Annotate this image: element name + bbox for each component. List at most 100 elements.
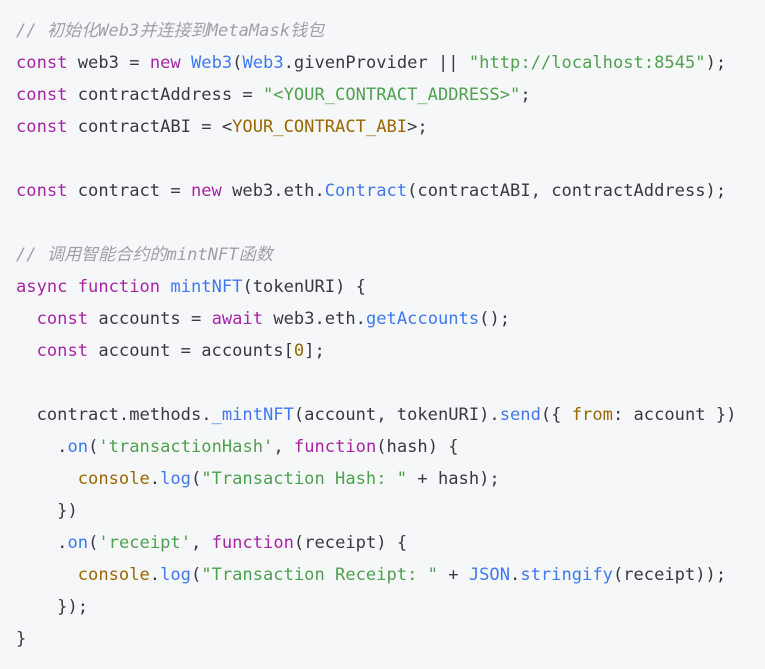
code-token-kw: new bbox=[190, 181, 222, 201]
code-token-kw: function bbox=[211, 533, 294, 553]
code-line: }); bbox=[16, 591, 765, 623]
code-token-num: 0 bbox=[293, 341, 305, 361]
code-token-plain bbox=[16, 341, 37, 361]
code-token-fn: on bbox=[67, 533, 89, 553]
code-token-plain: contract = bbox=[67, 181, 191, 201]
code-token-kw: function bbox=[77, 277, 161, 297]
code-token-plain: . bbox=[510, 565, 521, 585]
code-line: .on('receipt', function(receipt) { bbox=[16, 527, 765, 559]
code-line: console.log("Transaction Hash: " + hash)… bbox=[16, 463, 765, 495]
code-token-plain: ); bbox=[705, 53, 727, 73]
code-token-plain: . bbox=[16, 533, 68, 553]
code-token-num: from bbox=[571, 405, 613, 425]
code-line: contract.methods._mintNFT(account, token… bbox=[16, 399, 765, 431]
code-token-comment: // 初始化Web3并连接到MetaMask钱包 bbox=[16, 21, 325, 41]
code-token-kw: const bbox=[36, 309, 89, 329]
code-token-fn: Contract bbox=[324, 181, 408, 201]
code-token-plain bbox=[16, 469, 78, 489]
code-token-fn: getAccounts bbox=[365, 309, 480, 329]
code-token-plain: ( bbox=[190, 469, 202, 489]
code-token-plain: + bbox=[437, 565, 469, 585]
code-token-kw: new bbox=[149, 53, 181, 73]
code-line: const contract = new web3.eth.Contract(c… bbox=[16, 175, 765, 207]
code-line: const contractABI = <YOUR_CONTRACT_ABI>; bbox=[16, 111, 765, 143]
code-token-plain: ({ bbox=[540, 405, 572, 425]
code-line: } bbox=[16, 623, 765, 655]
code-token-fn: Web3 bbox=[242, 53, 284, 73]
code-token-plain bbox=[181, 53, 191, 73]
code-token-fn: send bbox=[499, 405, 541, 425]
code-line: const account = accounts[0]; bbox=[16, 335, 765, 367]
code-token-fn: on bbox=[67, 437, 89, 457]
code-token-num: console bbox=[77, 469, 150, 489]
code-token-str: "Transaction Hash: " bbox=[201, 469, 408, 489]
code-token-plain: contract.methods. bbox=[16, 405, 212, 425]
code-token-plain: .givenProvider || bbox=[283, 53, 469, 73]
code-token-plain: contractAddress = bbox=[67, 85, 264, 105]
code-token-plain bbox=[67, 277, 77, 297]
code-token-str: "http://localhost:8545" bbox=[468, 53, 706, 73]
code-token-plain: web3 = bbox=[67, 53, 150, 73]
code-token-fn: log bbox=[160, 565, 191, 585]
code-token-str: "Transaction Receipt: " bbox=[201, 565, 438, 585]
code-token-kw: async bbox=[16, 277, 68, 297]
code-token-plain: }) bbox=[16, 501, 78, 521]
code-token-fn: _mintNFT bbox=[211, 405, 294, 425]
code-line: // 调用智能合约的mintNFT函数 bbox=[16, 239, 765, 271]
code-token-plain: web3.eth. bbox=[263, 309, 366, 329]
code-token-comment: // 调用智能合约的mintNFT函数 bbox=[16, 245, 273, 265]
code-token-plain: + hash); bbox=[407, 469, 500, 489]
code-line: const web3 = new Web3(Web3.givenProvider… bbox=[16, 47, 765, 79]
code-token-plain: ]; bbox=[304, 341, 325, 361]
code-token-plain: ( bbox=[232, 53, 243, 73]
code-token-fn: log bbox=[160, 469, 191, 489]
code-token-plain: , bbox=[273, 437, 294, 457]
code-token-fn: JSON bbox=[468, 565, 511, 585]
code-token-str: 'receipt' bbox=[98, 533, 191, 553]
code-token-kw: const bbox=[16, 53, 68, 73]
code-token-plain bbox=[16, 565, 78, 585]
code-token-plain: ( bbox=[88, 437, 99, 457]
code-token-num: YOUR_CONTRACT_ABI bbox=[232, 117, 408, 137]
code-line: const contractAddress = "<YOUR_CONTRACT_… bbox=[16, 79, 765, 111]
code-line-blank bbox=[16, 367, 765, 399]
code-token-kw: const bbox=[16, 85, 68, 105]
code-token-plain: (account, tokenURI). bbox=[293, 405, 500, 425]
code-token-plain: account = accounts[ bbox=[88, 341, 294, 361]
code-token-str: 'transactionHash' bbox=[98, 437, 274, 457]
code-token-kw: const bbox=[36, 341, 89, 361]
code-token-plain: ( bbox=[190, 565, 202, 585]
code-line-blank bbox=[16, 143, 765, 175]
code-token-fn: Web3 bbox=[190, 53, 233, 73]
code-line: console.log("Transaction Receipt: " + JS… bbox=[16, 559, 765, 591]
code-token-plain: } bbox=[16, 629, 27, 649]
code-token-plain: , bbox=[190, 533, 212, 553]
code-token-plain: . bbox=[149, 565, 161, 585]
code-token-plain: (); bbox=[479, 309, 511, 329]
code-token-plain: >; bbox=[407, 117, 428, 137]
code-token-kw: const bbox=[16, 117, 68, 137]
code-token-plain: . bbox=[149, 469, 161, 489]
code-token-num: console bbox=[77, 565, 150, 585]
code-token-plain: ( bbox=[88, 533, 99, 553]
code-token-plain: (tokenURI) { bbox=[242, 277, 366, 297]
code-token-plain: . bbox=[16, 437, 68, 457]
code-token-plain: (receipt)); bbox=[612, 565, 727, 585]
code-token-kw: function bbox=[293, 437, 377, 457]
code-token-plain bbox=[16, 309, 37, 329]
code-line-blank bbox=[16, 207, 765, 239]
code-token-fn: mintNFT bbox=[170, 277, 243, 297]
code-token-fn: stringify bbox=[520, 565, 613, 585]
code-token-plain bbox=[160, 277, 170, 297]
code-token-plain: }); bbox=[16, 597, 89, 617]
code-token-plain: (hash) { bbox=[376, 437, 459, 457]
code-token-plain: : account }) bbox=[612, 405, 737, 425]
code-token-plain: (contractABI, contractAddress); bbox=[407, 181, 727, 201]
code-token-plain: accounts = bbox=[88, 309, 212, 329]
code-line: }) bbox=[16, 495, 765, 527]
code-token-str: "<YOUR_CONTRACT_ADDRESS>" bbox=[263, 85, 521, 105]
code-line: async function mintNFT(tokenURI) { bbox=[16, 271, 765, 303]
code-token-kw: await bbox=[211, 309, 264, 329]
code-token-plain: (receipt) { bbox=[293, 533, 408, 553]
